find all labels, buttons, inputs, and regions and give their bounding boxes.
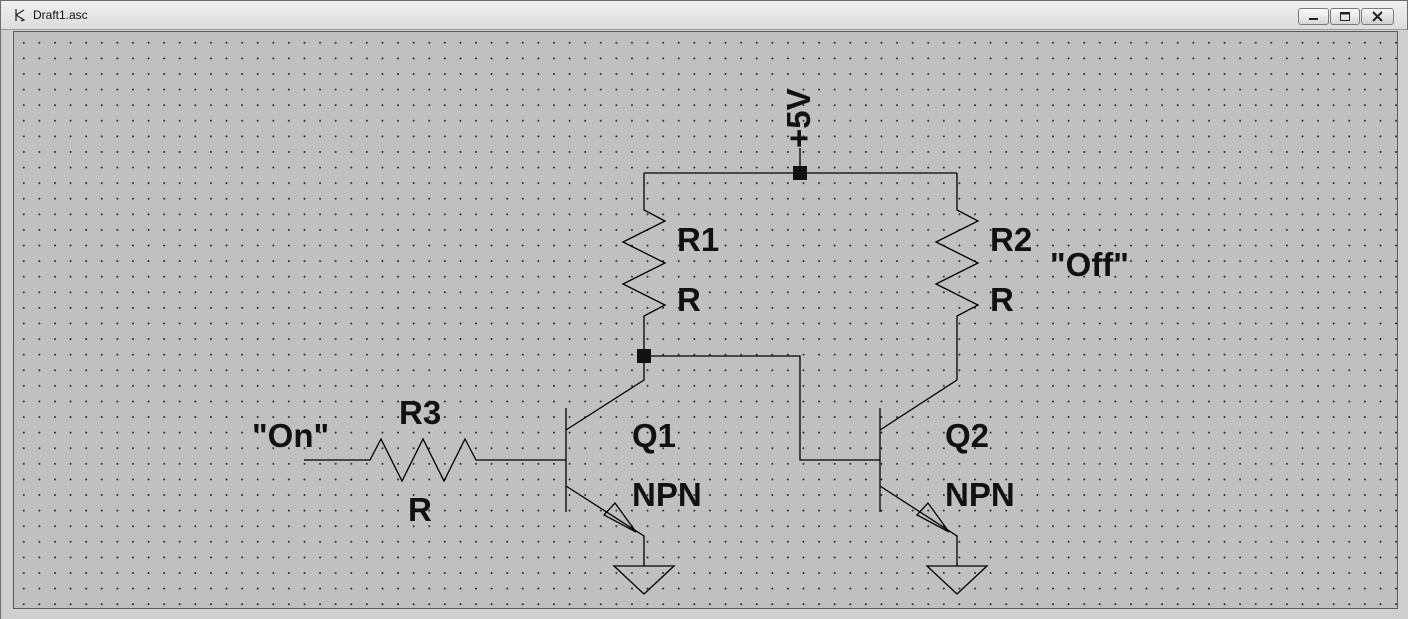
close-icon [1362, 9, 1393, 24]
maximize-icon [1331, 9, 1359, 24]
q1-emitter-arrow [602, 501, 637, 533]
ltspice-app-icon [15, 9, 26, 22]
q2-collector-lead [879, 379, 958, 431]
resistor-r2 [934, 173, 980, 380]
ground-symbol-q2 [925, 565, 989, 595]
window-title: Draft1.asc [33, 8, 88, 22]
minimize-button[interactable] [1298, 8, 1329, 25]
q1-name: Q1 [632, 417, 677, 454]
r1-value: R [677, 281, 701, 318]
q2-emitter-lead [879, 485, 958, 566]
window-frame-right [1398, 30, 1408, 619]
r3-name: R3 [399, 394, 442, 431]
off-net-label: "Off" [1050, 246, 1129, 283]
q1-emitter-lead [565, 485, 645, 566]
q2-value: NPN [945, 476, 1015, 513]
title-bar[interactable]: Draft1.asc [1, 1, 1407, 30]
minimize-icon [1299, 9, 1328, 24]
q1-collector-to-q2-base-wire [644, 355, 880, 461]
q2-name: Q2 [945, 417, 990, 454]
window-frame-bottom [1, 609, 1407, 619]
r3-value: R [408, 491, 432, 528]
r2-value: R [990, 281, 1014, 318]
q2-emitter-arrow [915, 501, 950, 533]
q1-collector-node [637, 349, 651, 363]
resistor-r1 [621, 173, 667, 356]
maximize-button[interactable] [1330, 8, 1360, 25]
r2-name: R2 [990, 221, 1033, 258]
window-frame-left [1, 30, 12, 619]
schematic-canvas[interactable] [13, 31, 1398, 609]
on-net-label: "On" [252, 417, 330, 454]
q1-collector-lead [565, 356, 645, 431]
supply-label: +5V [780, 88, 817, 148]
q1-value: NPN [632, 476, 702, 513]
close-button[interactable] [1361, 8, 1394, 25]
r1-name: R1 [677, 221, 720, 258]
resistor-r3 [304, 437, 566, 483]
ground-symbol-q1 [612, 565, 676, 595]
supply-node [793, 166, 807, 180]
